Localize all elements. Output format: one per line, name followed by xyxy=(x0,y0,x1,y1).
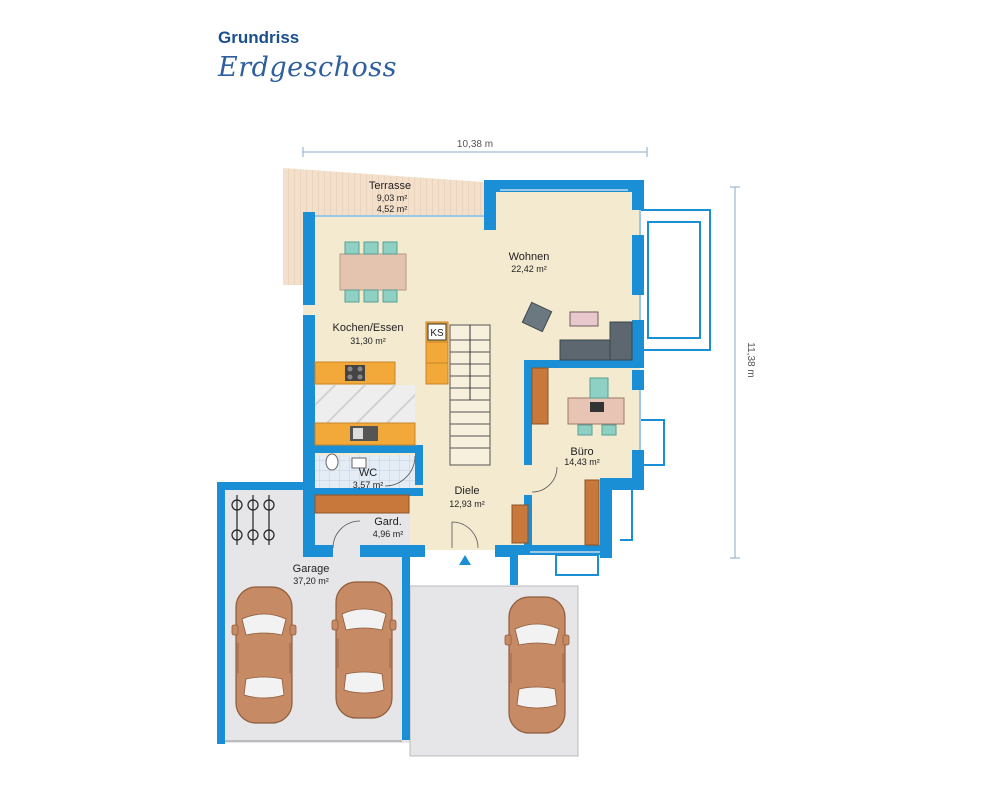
room-name: Büro xyxy=(570,446,593,458)
tall-cabinet: KS xyxy=(425,321,449,385)
kitchen-counter-sink xyxy=(314,422,416,446)
dimension-width: 10,38 m xyxy=(302,139,648,157)
doors xyxy=(332,455,558,549)
plan-title: Grundriss xyxy=(218,28,300,47)
dimension-depth-label: 11,38 m xyxy=(745,342,756,377)
hall-cabinet xyxy=(511,504,529,544)
marble-floor xyxy=(315,385,415,423)
bay-window xyxy=(555,209,711,576)
room-gard: Gard. 4,96 m² xyxy=(373,516,404,539)
windows xyxy=(315,189,641,553)
dining-table xyxy=(339,241,407,303)
room-wohnen: Wohnen 22,42 m² xyxy=(509,251,550,274)
room-area: 9,03 m² xyxy=(377,193,408,203)
room-name: Gard. xyxy=(374,516,402,528)
room-name: Diele xyxy=(454,485,479,497)
office-shelf xyxy=(531,367,549,425)
room-name: Terrasse xyxy=(369,180,411,192)
room-name: Garage xyxy=(293,563,330,575)
room-area: 3,57 m² xyxy=(353,480,384,490)
sofa xyxy=(559,321,633,361)
toilet xyxy=(325,453,339,471)
room-name: WC xyxy=(359,467,377,479)
coffee-table xyxy=(569,311,599,327)
dimension-width-label: 10,38 m xyxy=(457,139,493,150)
office-cabinet xyxy=(584,479,600,546)
armchair xyxy=(521,301,553,333)
room-garage: Garage 37,20 m² xyxy=(293,563,330,586)
room-area: 37,20 m² xyxy=(293,576,329,586)
car-garage-right xyxy=(331,581,397,719)
terrace-area xyxy=(283,168,484,285)
room-area: 14,43 m² xyxy=(564,457,600,467)
car-garage-left xyxy=(231,586,297,724)
room-area: 4,96 m² xyxy=(373,529,404,539)
office-desk xyxy=(567,377,625,436)
car-carport xyxy=(504,596,570,734)
ks-label: KS xyxy=(430,328,444,339)
room-terrasse: Terrasse 9,03 m² 4,52 m² xyxy=(369,180,411,214)
dimension-depth: 11,38 m xyxy=(730,186,756,559)
wardrobe xyxy=(314,494,410,514)
room-area: 31,30 m² xyxy=(350,336,386,346)
room-wc: WC 3,57 m² xyxy=(353,467,384,490)
room-name: Wohnen xyxy=(509,251,550,263)
room-area: 12,93 m² xyxy=(449,499,485,509)
room-name: Kochen/Essen xyxy=(333,322,404,334)
entrance-arrow-icon xyxy=(459,555,471,565)
plan-subtitle: Erdgeschoss xyxy=(218,52,397,83)
kitchen-counter-stove xyxy=(314,361,396,385)
room-kochen-essen: Kochen/Essen 31,30 m² xyxy=(333,322,404,346)
wc-sink xyxy=(351,457,367,469)
room-diele: Diele 12,93 m² xyxy=(449,485,485,509)
room-area: 22,42 m² xyxy=(511,264,547,274)
room-buero: Büro 14,43 m² xyxy=(564,446,600,467)
staircase xyxy=(449,324,491,466)
bicycles xyxy=(231,495,275,545)
room-area: 4,52 m² xyxy=(377,204,408,214)
title-block: Grundriss Erdgeschoss xyxy=(218,28,418,98)
